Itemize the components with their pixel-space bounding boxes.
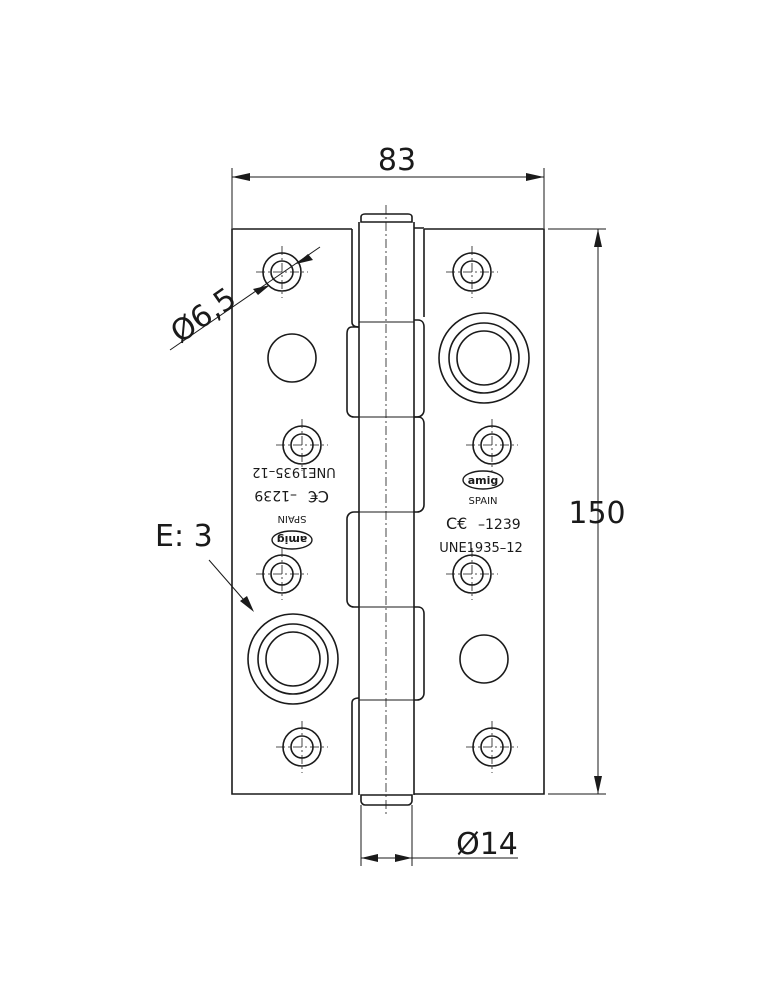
screw-hole-left-3 [256,548,308,600]
right-knuckle-3 [414,606,425,701]
screw-hole-left-2 [276,419,328,471]
height-dimension: 150 [548,228,626,795]
country-text-rotated: SPAIN [277,513,306,524]
pin-diameter-dimension: Ø14 [360,805,518,866]
right-knuckle-1 [414,319,425,418]
right-leaf-top-edge [414,227,425,317]
left-leaf-outline [231,228,360,795]
thickness-callout: E: 3 [155,519,254,612]
logo-text: amig [468,474,499,487]
hole-leader-line [169,246,321,351]
right-leaf [414,227,545,795]
screw-hole-left-4 [276,721,328,773]
pin-diameter-label: Ø14 [456,827,518,862]
ce-number-rotated: –1239 [254,487,297,503]
security-boss-right [438,312,530,404]
amig-logo: amig [462,470,504,490]
thickness-arrow [240,596,254,612]
width-arrow-right [526,173,544,181]
ce-number: –1239 [478,517,521,533]
screw-hole-right-2 [466,419,518,471]
pin-arrow-right [395,854,412,862]
pin-arrow-left [361,854,378,862]
screw-hole-right-3 [446,548,498,600]
plain-hole-right [459,634,509,684]
screw-hole-right-4 [466,721,518,773]
standard-text-rotated: UNE1935–12 [252,464,336,479]
height-arrow-top [594,229,602,247]
standard-text: UNE1935–12 [439,541,523,556]
country-text: SPAIN [468,496,497,507]
ce-mark: C€ [446,514,467,533]
right-knuckle-2 [414,416,425,513]
left-leaf-markings: amig SPAIN C€ –1239 UNE1935–12 [252,464,336,550]
amig-logo-rotated: amig [271,530,313,550]
thickness-label: E: 3 [155,519,213,554]
height-arrow-bottom [594,776,602,794]
plain-hole-left [267,333,317,383]
width-dimension: 83 [231,143,545,228]
right-leaf-outline [414,228,545,795]
screw-hole-right-1 [446,246,498,298]
hinge-barrel [358,205,415,815]
left-knuckle-2 [346,511,359,608]
hole-leader-arrow-2 [296,254,313,264]
left-leaf-top-edge [351,229,360,328]
left-leaf [231,228,360,795]
pin-top-cap [360,213,413,223]
hole-leader-arrow [253,285,270,295]
pin-bottom-cap [360,794,413,806]
security-boss-left [247,613,339,705]
width-arrow-left [232,173,250,181]
width-label: 83 [378,143,416,178]
right-leaf-markings: amig SPAIN C€ –1239 UNE1935–12 [439,470,523,556]
ce-mark-rotated: C€ [308,487,329,506]
height-label: 150 [568,496,625,531]
left-knuckle-1 [346,326,359,418]
logo-text-rotated: amig [277,533,308,546]
screw-hole-left-1 [256,246,308,298]
